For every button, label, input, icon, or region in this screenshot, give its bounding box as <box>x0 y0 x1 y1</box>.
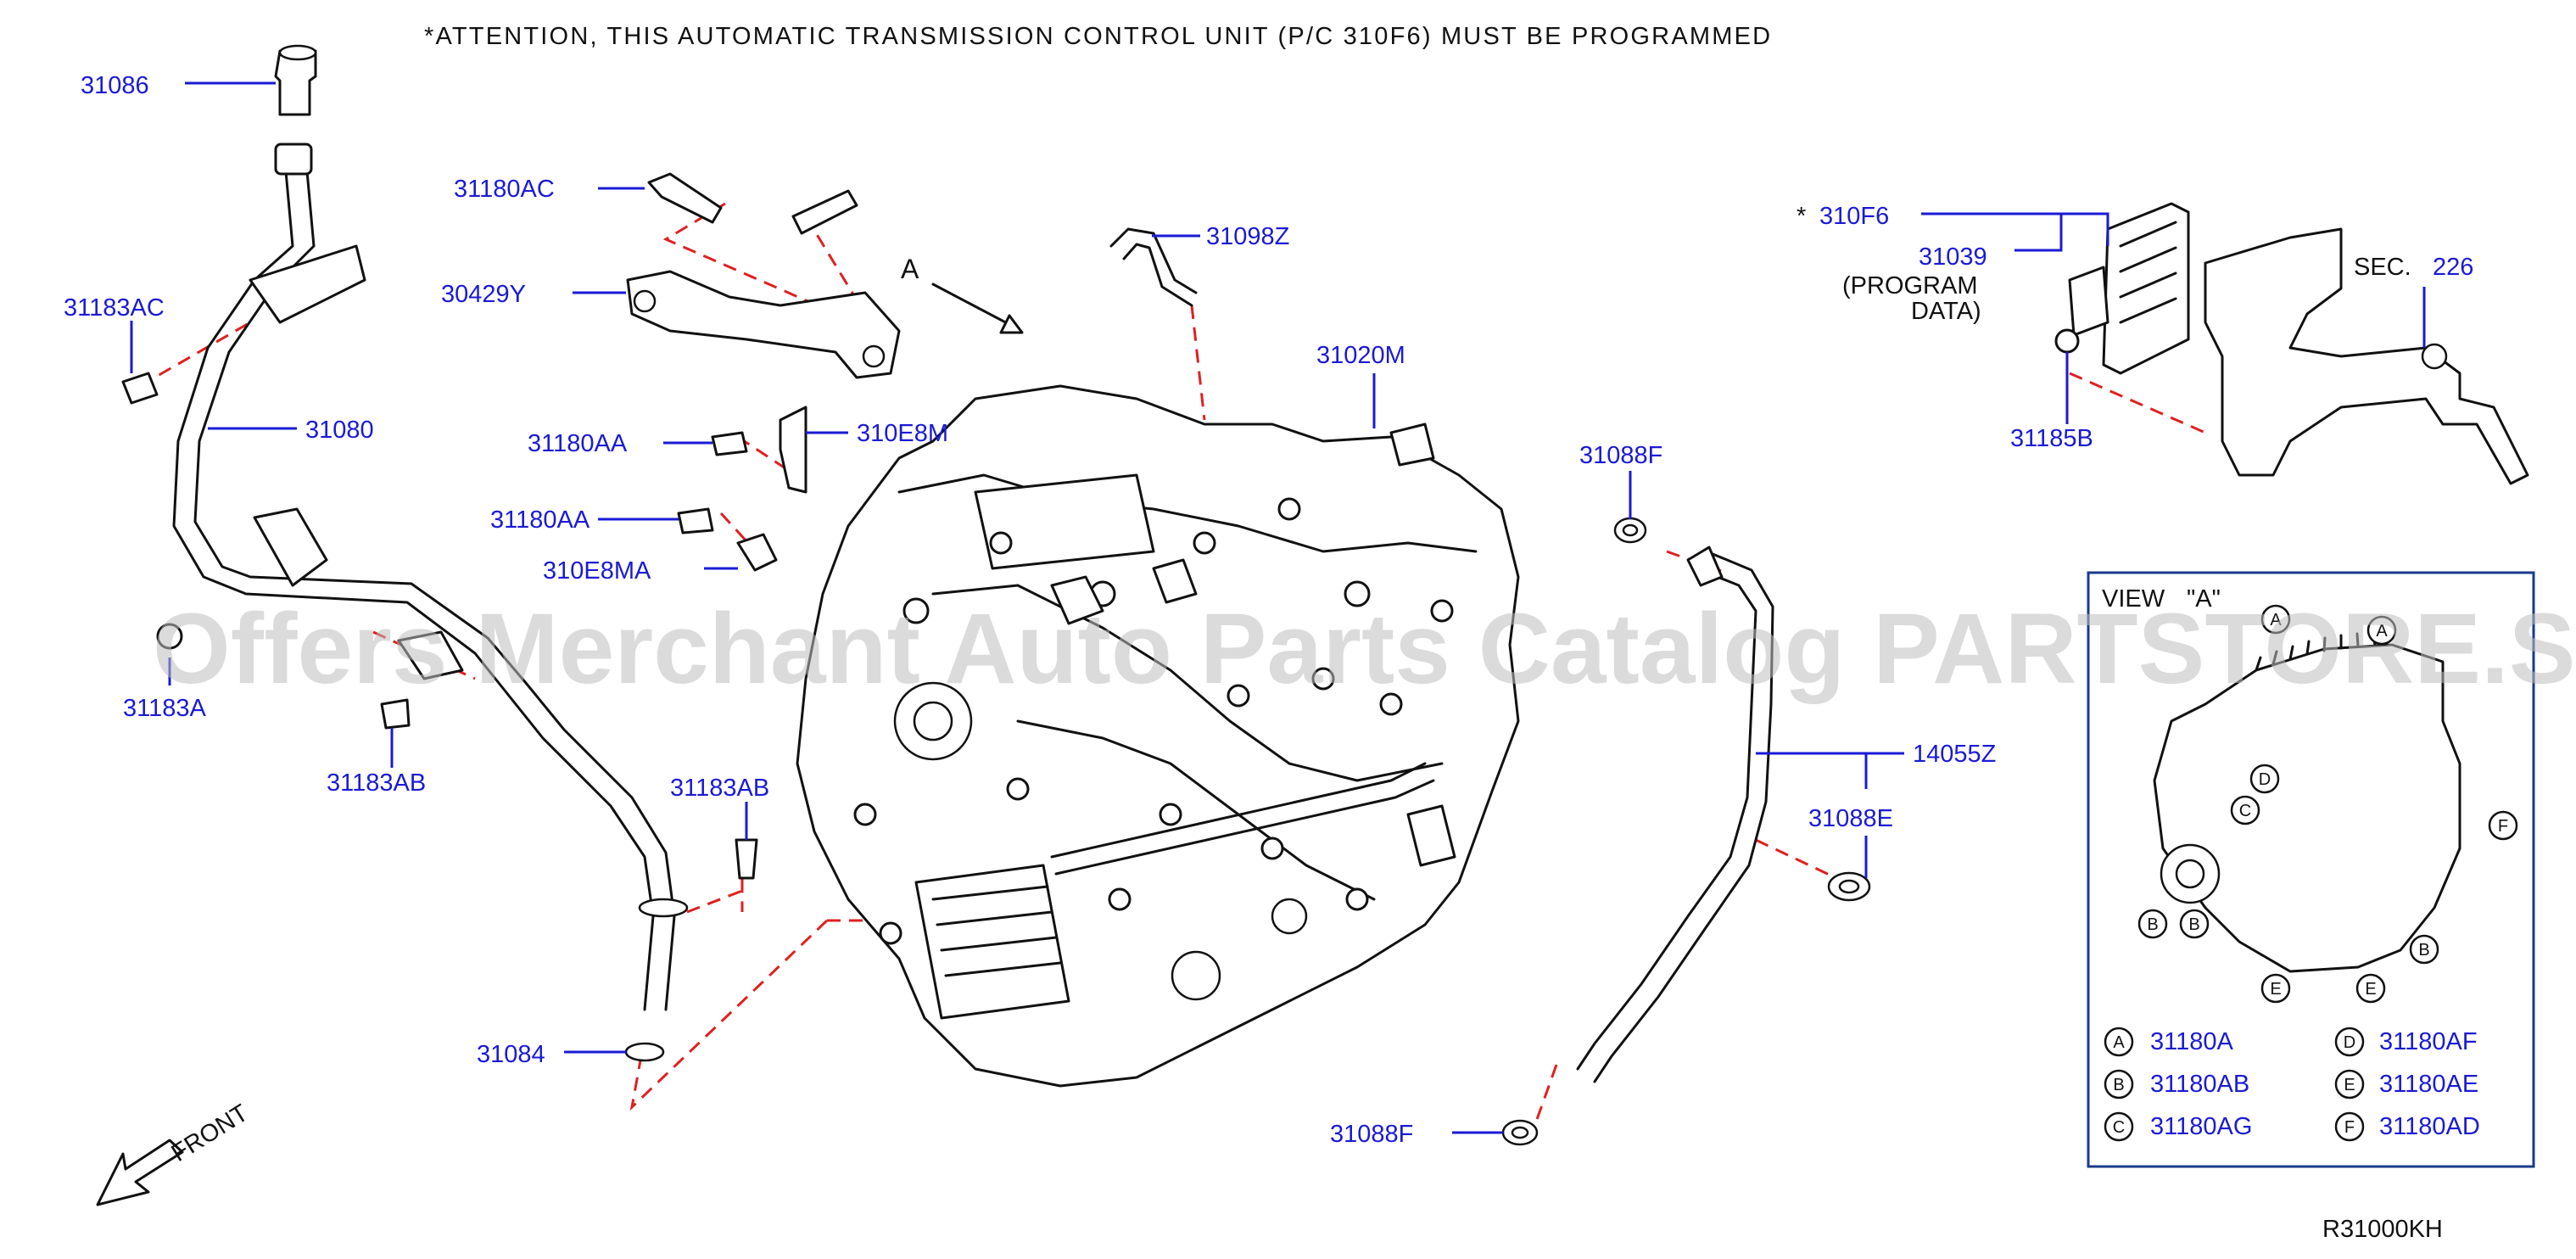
callout-30429Y: 30429Y <box>441 281 526 308</box>
view-a-title: VIEW <box>2102 585 2165 613</box>
bolt-31180AC-b <box>791 189 858 235</box>
callout-31088F-bottom: 31088F <box>1330 1121 1413 1148</box>
attention-note: *ATTENTION, THIS AUTOMATIC TRANSMISSION … <box>424 23 1772 50</box>
view-a-panel: VIEW "A" A A D C F B B E E B A 31180A B … <box>2087 571 2535 1168</box>
dipstick-cap <box>274 44 317 116</box>
svg-text:A: A <box>2113 1033 2125 1052</box>
callout-31039: 31039 <box>1919 243 1987 271</box>
front-label: FRONT <box>167 1100 254 1167</box>
callout-31180AA-b: 31180AA <box>490 506 590 534</box>
svg-text:D: D <box>2344 1033 2355 1052</box>
svg-text:F: F <box>2344 1118 2355 1137</box>
legend-item: C 31180AG <box>2104 1111 2252 1142</box>
watermark: Offers Merchant Auto Parts Catalog PARTS… <box>153 593 2576 705</box>
callout-labels: 31086 31180AC 30429Y 31183AC 31080 31180… <box>64 72 2473 1148</box>
bracket-310E8M <box>779 406 807 494</box>
legend-item: A 31180A <box>2104 1027 2233 1057</box>
sec-label: SEC. <box>2354 254 2411 281</box>
bolt-31183AB-a <box>380 698 411 730</box>
svg-text:31180AG: 31180AG <box>2150 1113 2252 1140</box>
filler-tube <box>172 143 689 1011</box>
svg-text:F: F <box>2498 817 2508 836</box>
callout-31098Z: 31098Z <box>1206 223 1289 250</box>
callout-310F6-star: * <box>1796 203 1806 230</box>
svg-text:A: A <box>2376 622 2388 641</box>
svg-text:31180AE: 31180AE <box>2379 1071 2478 1098</box>
diagram-code: R31000KH <box>2322 1216 2443 1243</box>
svg-text:31180A: 31180A <box>2150 1028 2233 1055</box>
bracket-30429Y <box>626 270 901 379</box>
view-a-arrow <box>931 283 1024 334</box>
bolt-31180AA-b <box>677 507 714 534</box>
svg-text:C: C <box>2239 802 2251 820</box>
o-ring <box>624 1042 665 1062</box>
callout-31185B: 31185B <box>2010 425 2093 452</box>
callout-31180AC: 31180AC <box>454 176 555 203</box>
svg-text:B: B <box>2113 1076 2124 1094</box>
callout-310E8M: 310E8M <box>857 420 948 447</box>
nut-31185B <box>2054 328 2080 354</box>
svg-text:C: C <box>2113 1118 2125 1137</box>
leader-lines <box>130 81 2426 1134</box>
clamp-31088F-bottom <box>1501 1119 1539 1146</box>
svg-text:D: D <box>2259 770 2271 789</box>
svg-text:A: A <box>2270 611 2282 630</box>
view-a-legend: A 31180A B 31180AB C 31180AG D 31180AF E… <box>2104 1027 2480 1142</box>
callout-31183AC: 31183AC <box>64 294 165 322</box>
bolt-31183A <box>156 623 183 650</box>
callout-31183AB-b: 31183AB <box>670 775 769 802</box>
svg-text:31180AB: 31180AB <box>2150 1071 2249 1098</box>
svg-text:E: E <box>2270 980 2281 999</box>
callout-31084: 31084 <box>477 1041 545 1068</box>
callout-31080: 31080 <box>305 417 374 444</box>
callout-310F6: 310F6 <box>1819 203 1889 230</box>
sec-number: 226 <box>2433 254 2473 281</box>
transmission-assembly <box>796 384 1520 1088</box>
view-a-markers: A A D C F B B E E B <box>2137 604 2518 1004</box>
program-data-1: (PROGRAM <box>1842 272 1978 299</box>
legend-item: F 31180AD <box>2334 1111 2480 1142</box>
legend-item: E 31180AE <box>2334 1069 2478 1100</box>
program-data-2: DATA) <box>1911 298 1981 325</box>
bolt-31180AA-a <box>711 431 748 456</box>
mounting-bracket <box>2204 227 2529 485</box>
callout-31088F-top: 31088F <box>1579 442 1662 469</box>
callout-31020M: 31020M <box>1316 342 1405 369</box>
svg-text:B: B <box>2418 941 2429 960</box>
callout-31088E: 31088E <box>1808 805 1893 832</box>
svg-text:E: E <box>2344 1076 2355 1094</box>
callout-31183A: 31183A <box>123 695 206 722</box>
svg-text:B: B <box>2147 915 2158 934</box>
legend-item: D 31180AF <box>2334 1027 2478 1057</box>
svg-text:31180AF: 31180AF <box>2379 1028 2478 1055</box>
svg-text:31180AD: 31180AD <box>2379 1113 2480 1140</box>
bracket-310E8MA <box>736 533 778 572</box>
view-a-marker: A <box>901 254 919 284</box>
front-arrow <box>96 1139 184 1206</box>
legend-item: B 31180AB <box>2104 1069 2249 1100</box>
bolt-31183AB-b <box>735 838 758 880</box>
vent-hose <box>1109 227 1198 307</box>
control-unit <box>2068 202 2190 375</box>
svg-text:B: B <box>2188 915 2199 934</box>
callout-31183AB-a: 31183AB <box>327 769 426 797</box>
cooler-hose <box>1576 546 1774 1083</box>
svg-text:E: E <box>2365 980 2376 999</box>
view-a-title-letter: "A" <box>2187 585 2221 613</box>
clamp-31088E <box>1827 871 1871 902</box>
callout-310E8MA: 310E8MA <box>543 557 651 585</box>
bolt-31180AC-a <box>647 172 723 224</box>
callout-14055Z: 14055Z <box>1913 741 1996 768</box>
callout-31180AA-a: 31180AA <box>528 430 628 457</box>
callout-31086: 31086 <box>81 72 149 99</box>
clamp-31088F-top <box>1613 517 1647 544</box>
bolt-31183AC <box>121 372 159 405</box>
